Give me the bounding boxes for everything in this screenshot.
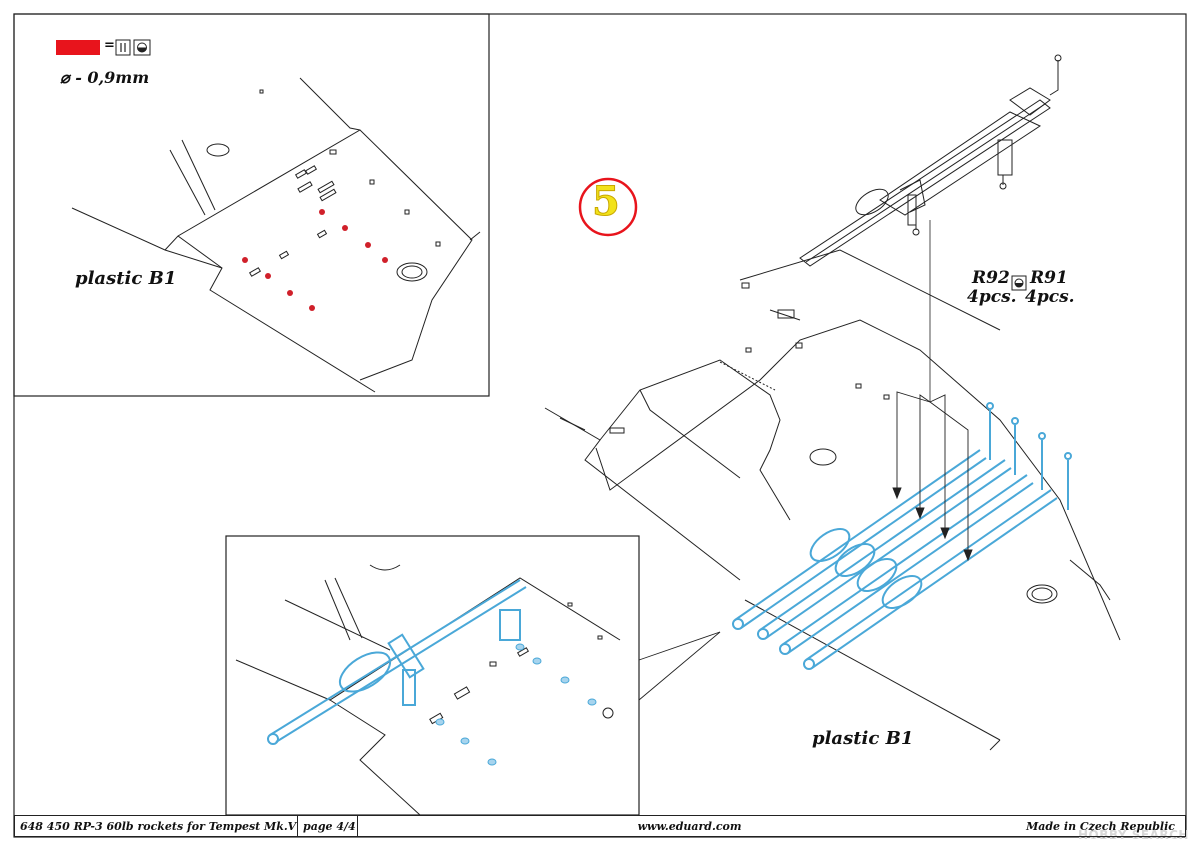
part-r91: R91 [1030, 268, 1068, 288]
drill-size-label: ⌀ - 0,9mm [60, 68, 149, 87]
footer-origin: Made in Czech Republic [1026, 819, 1175, 833]
footer-page: page 4/4 [298, 816, 358, 836]
rocket-rail-detail [799, 54, 1062, 267]
drill-size-value: 0,9mm [87, 68, 150, 87]
part-r92: R92 [972, 268, 1010, 288]
legend-equals: = [104, 38, 115, 53]
part-r91-qty: 4pcs. [1025, 287, 1075, 307]
red-color-swatch [56, 40, 100, 55]
drill-hole-marks [242, 209, 388, 311]
inset-top-left-label: plastic B1 [75, 268, 177, 289]
drill-bit-icon [115, 39, 131, 56]
inset-bottom-left [225, 535, 721, 816]
hobby-search-watermark: HOBBY SEARCH [1078, 828, 1189, 842]
footer-website: www.eduard.com [637, 819, 742, 833]
inset-top-left [13, 13, 490, 397]
assembly-arrows [892, 391, 973, 562]
part-r92-qty: 4pcs. [967, 287, 1017, 307]
main-view-label: plastic B1 [812, 728, 914, 749]
step-number-badge [578, 177, 638, 237]
footer-product: 648 450 RP-3 60lb rockets for Tempest Mk… [15, 816, 298, 836]
rocket-rails-installed [732, 402, 1072, 670]
diameter-prefix: ⌀ - [60, 68, 82, 87]
footer-bar: 648 450 RP-3 60lb rockets for Tempest Mk… [14, 815, 1186, 837]
step-number: 5 [592, 178, 621, 226]
